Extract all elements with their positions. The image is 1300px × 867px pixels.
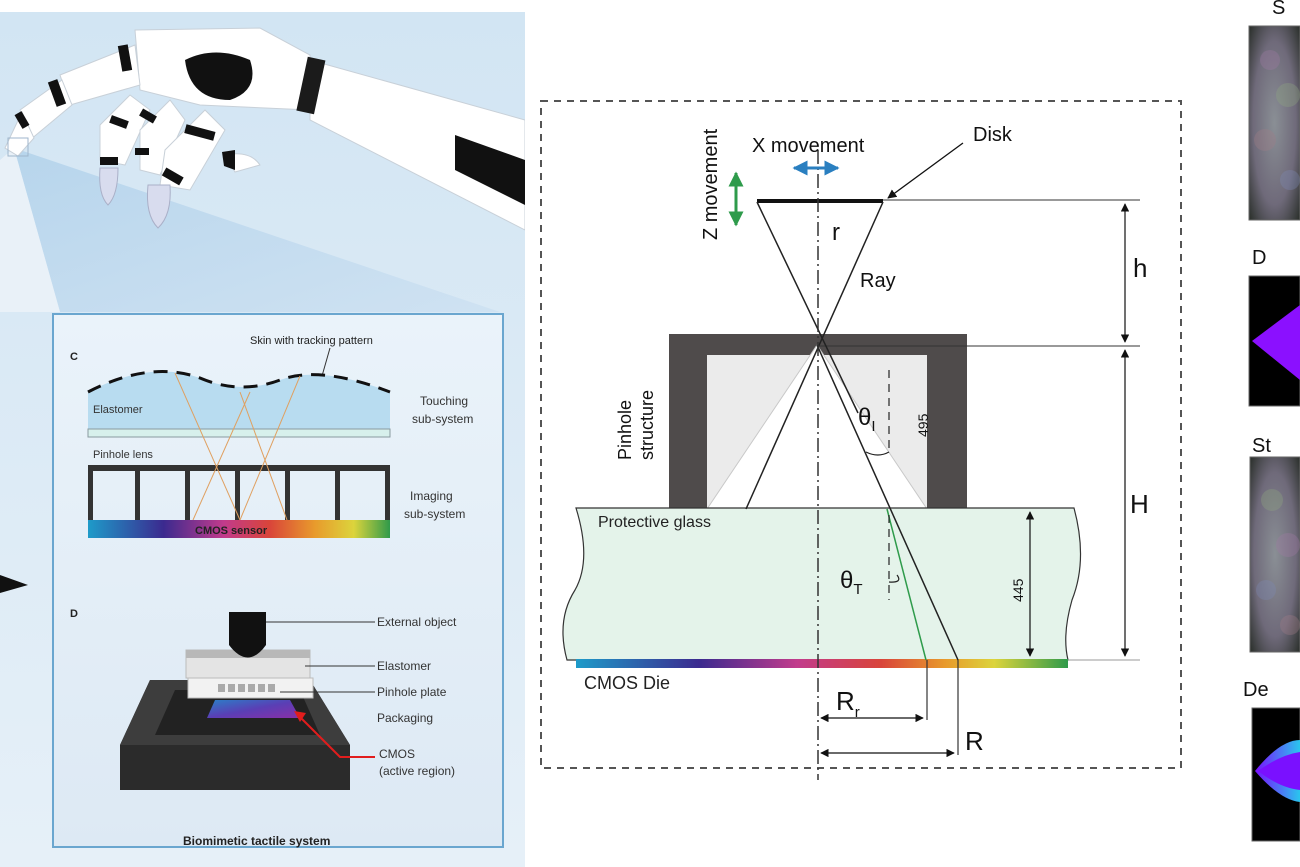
r-label: r (832, 219, 840, 246)
sample-image-2 (1249, 456, 1300, 653)
theta-t-label: θT (840, 567, 863, 598)
light-rays (174, 372, 301, 521)
imaging-label-1: Imaging (410, 489, 453, 503)
cmos-sensor-label: CMOS sensor (195, 525, 268, 537)
panel-c-label: C (70, 351, 78, 363)
R-label: R (965, 726, 984, 756)
pinhole-lens-array (88, 465, 390, 520)
glass-layer (87, 428, 391, 438)
ray-label: Ray (860, 270, 896, 292)
cmos-die-label: CMOS Die (584, 673, 670, 693)
image-label-4: De (1243, 679, 1269, 701)
touching-label-2: sub-system (412, 412, 473, 426)
pinhole-lens-label: Pinhole lens (93, 449, 153, 461)
external-object-label: External object (377, 615, 457, 629)
image-label-1: S (1272, 0, 1285, 19)
external-object (229, 612, 266, 658)
theta-i-arc (865, 451, 890, 456)
pinhole-label-2: structure (637, 390, 657, 460)
elastomer-d-label: Elastomer (377, 659, 431, 673)
magnification-beam (14, 148, 500, 312)
cmos-chip (207, 700, 300, 718)
panel-d-label: D (70, 608, 78, 620)
cmos-sensor-bar (88, 520, 390, 538)
packaging-label: Packaging (377, 711, 433, 725)
theta-t-arc (888, 574, 900, 583)
z-movement-label: Z movement (700, 128, 722, 240)
cmos-die-bar (576, 659, 1068, 668)
light-rays (745, 201, 959, 661)
theta-i-label: θI (858, 404, 876, 435)
touching-label-1: Touching (420, 394, 468, 408)
skin-label: Skin with tracking pattern (250, 335, 373, 347)
imaging-label-2: sub-system (404, 507, 465, 521)
pointer-arrow-icon (0, 575, 28, 593)
sample-images-strip: S D St De (1243, 0, 1300, 842)
robot-hand-illustration (4, 27, 525, 231)
refracted-ray (886, 508, 927, 661)
pinhole-optics-diagram: X movement Z movement Disk r Ray h H Pin… (540, 100, 1182, 780)
image-label-3: St (1252, 435, 1271, 457)
panel-c-cross-section: C Skin with tracking pattern Elastomer T… (70, 335, 473, 538)
pinhole-label-1: Pinhole (615, 400, 635, 460)
x-movement-label: X movement (752, 135, 865, 157)
sample-image-1 (1248, 25, 1300, 221)
biomimetic-tactile-figure: C Skin with tracking pattern Elastomer T… (0, 12, 525, 867)
H-label: H (1130, 489, 1149, 519)
panel-d-3d-view: D External object Elastomer Pinhole plat… (70, 608, 457, 790)
cmos-label-1: CMOS (379, 747, 415, 761)
cmos-pointer-arrow (299, 716, 375, 758)
figure-caption: Biomimetic tactile system (183, 834, 330, 848)
cmos-label-2: (active region) (379, 764, 455, 778)
Rr-label: Rr (836, 686, 860, 721)
elastomer-layer (88, 371, 390, 429)
protective-glass-label: Protective glass (598, 514, 711, 531)
pinhole-plate-label: Pinhole plate (377, 685, 447, 699)
elastomer-label: Elastomer (93, 404, 143, 416)
disk-label: Disk (973, 124, 1013, 146)
dimension-445-label: 445 (1010, 578, 1026, 602)
disk-pointer-arrow (887, 142, 964, 199)
h-label: h (1133, 253, 1147, 283)
dimension-495-label: 495 (915, 413, 931, 437)
dashed-frame (540, 100, 1182, 769)
image-label-2: D (1252, 247, 1266, 269)
